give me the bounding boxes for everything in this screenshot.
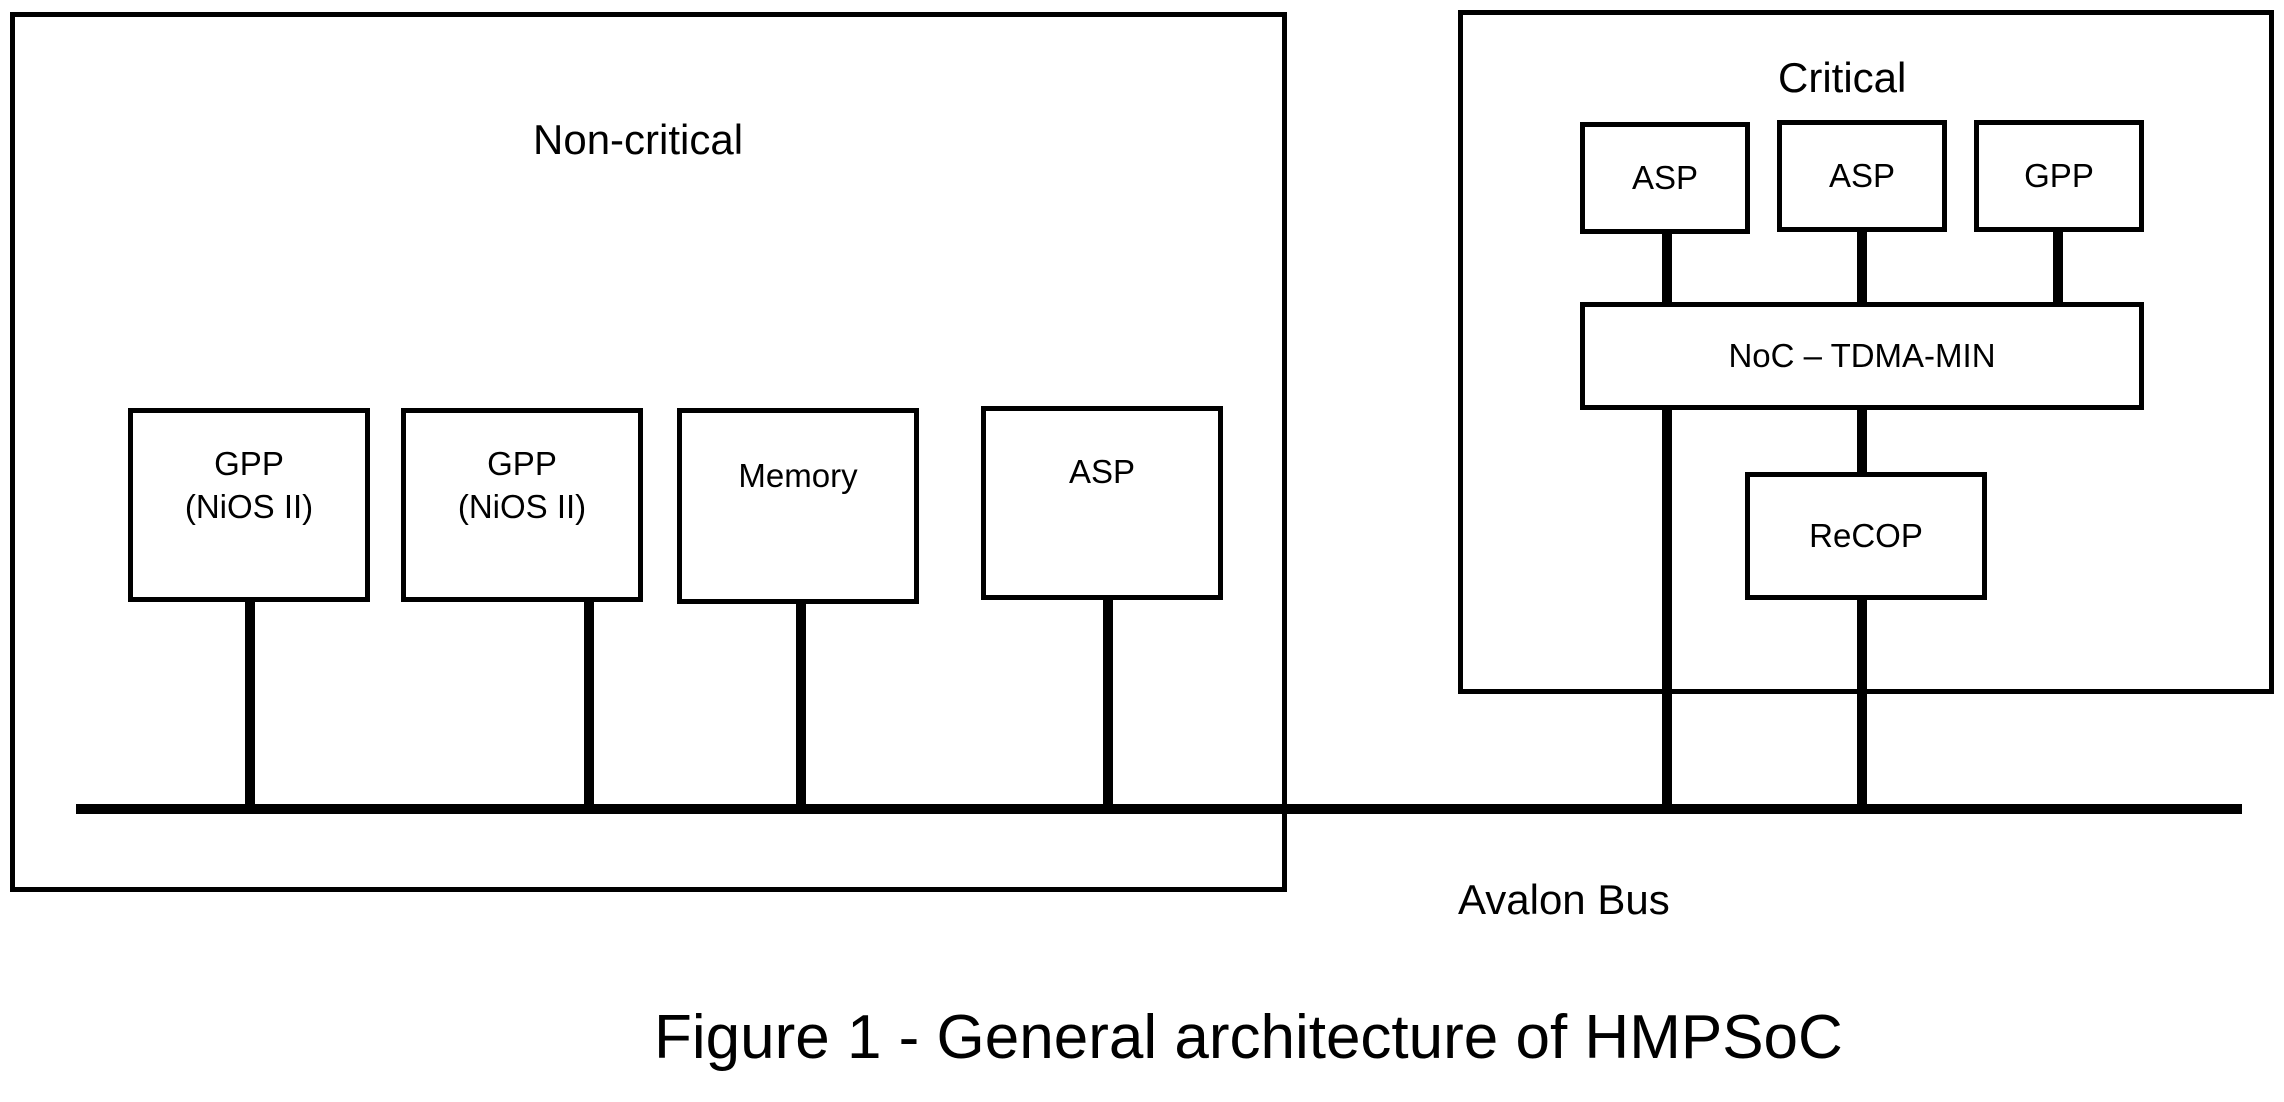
noncritical-title: Non-critical bbox=[533, 116, 744, 163]
memory-box: Memory bbox=[677, 408, 919, 604]
gpp1-sublabel: (NiOS II) bbox=[184, 487, 314, 525]
noc-label: NoC – TDMA-MIN bbox=[1728, 336, 1996, 374]
gpp1-label: GPP bbox=[214, 445, 284, 482]
figure-caption: Figure 1 - General architecture of HMPSo… bbox=[654, 1003, 1843, 1072]
critical-gpp-connector bbox=[2053, 228, 2063, 306]
avalon-bus-line bbox=[76, 804, 2242, 814]
critical-asp1-label: ASP bbox=[1631, 158, 1699, 196]
noncritical-asp-connector bbox=[1103, 596, 1113, 808]
memory-connector bbox=[796, 598, 806, 808]
noc-bus-connector bbox=[1662, 406, 1672, 808]
recop-label: ReCOP bbox=[1809, 516, 1923, 554]
noncritical-region bbox=[10, 12, 1287, 892]
memory-label: Memory bbox=[738, 457, 858, 494]
noncritical-asp-label: ASP bbox=[1068, 453, 1136, 490]
recop-bus-connector bbox=[1857, 596, 1867, 808]
gpp2-connector bbox=[584, 598, 594, 808]
gpp1-connector bbox=[245, 598, 255, 808]
gpp-nios-box-1: GPP (NiOS II) bbox=[128, 408, 370, 602]
gpp2-sublabel: (NiOS II) bbox=[457, 487, 587, 525]
critical-title: Critical bbox=[1778, 54, 1907, 101]
gpp2-label: GPP bbox=[487, 445, 557, 482]
recop-box: ReCOP bbox=[1745, 472, 1987, 600]
noncritical-asp-box: ASP bbox=[981, 406, 1223, 600]
critical-gpp-box: GPP bbox=[1974, 120, 2144, 232]
noc-recop-connector bbox=[1857, 406, 1867, 474]
gpp-nios-box-2: GPP (NiOS II) bbox=[401, 408, 643, 602]
critical-asp-box-2: ASP bbox=[1777, 120, 1947, 232]
critical-asp2-label: ASP bbox=[1828, 156, 1896, 194]
noc-tdma-min-box: NoC – TDMA-MIN bbox=[1580, 302, 2144, 410]
critical-asp2-connector bbox=[1857, 228, 1867, 306]
critical-asp1-connector bbox=[1662, 230, 1672, 306]
critical-gpp-label: GPP bbox=[2024, 156, 2094, 194]
critical-asp-box-1: ASP bbox=[1580, 122, 1750, 234]
avalon-bus-label: Avalon Bus bbox=[1458, 876, 1670, 923]
